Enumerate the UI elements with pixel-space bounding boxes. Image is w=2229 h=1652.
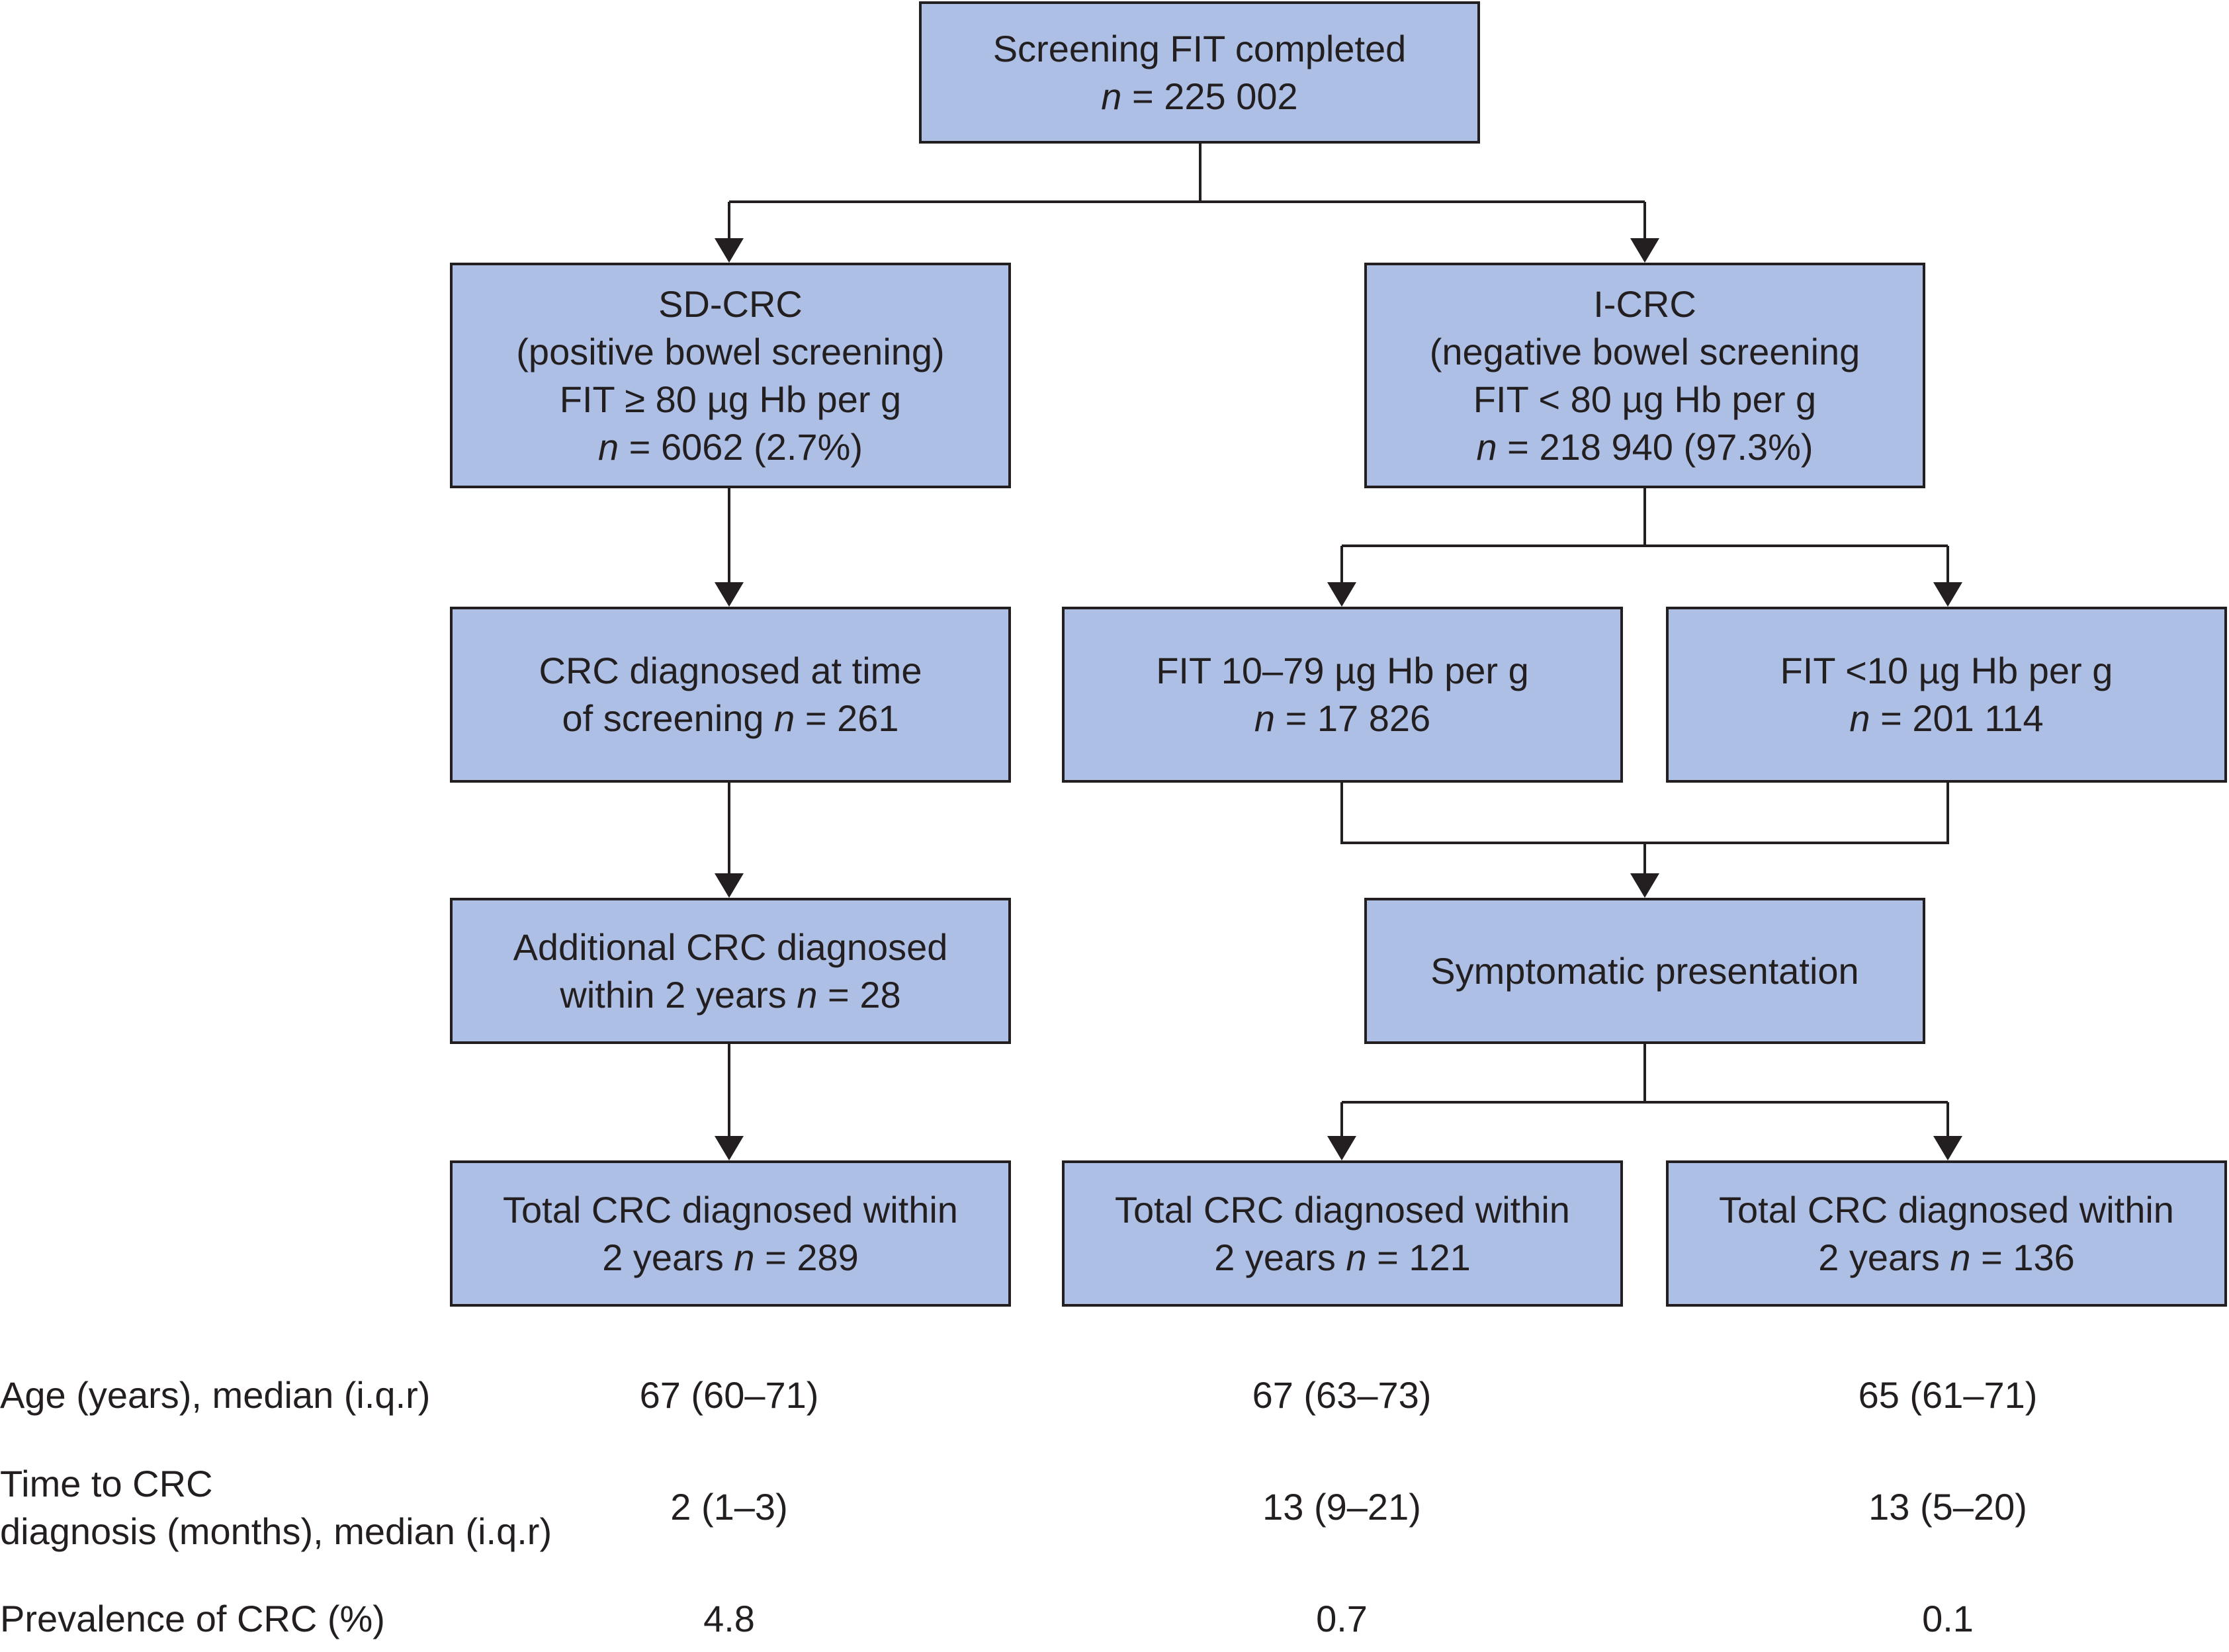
box-line: FIT < 80 µg Hb per g [1473,378,1817,420]
equals-sign: = [1970,1236,2013,1278]
arrowhead-to-total-10-79 [1327,1136,1356,1160]
cell-prevalence-fit-lt-10: 0.1 [1922,1598,1974,1639]
equals-sign: = [1366,1236,1409,1278]
box-line: Symptomatic presentation [1430,949,1859,992]
box-line: (negative bowel screening [1429,330,1860,372]
box-n-line: within 2 years n = 28 [560,971,900,1019]
n-value: 289 [797,1236,859,1278]
n-prefix: 2 years [602,1236,734,1278]
row-label-prevalence: Prevalence of CRC (%) [0,1595,385,1643]
n-symbol: n [774,697,795,739]
box-n-line: 2 years n = 289 [602,1234,859,1282]
n-symbol: n [1101,75,1122,117]
cell-time-fit-10-79: 13 (9–21) [1262,1486,1421,1528]
n-prefix: 2 years [1818,1236,1950,1278]
n-value: 261 [837,697,899,739]
cell-prevalence-fit-10-79: 0.7 [1316,1598,1368,1639]
cell-prevalence-sd: 4.8 [703,1598,755,1639]
n-symbol: n [1254,697,1276,739]
box-fit-10-79: FIT 10–79 µg Hb per g n = 17 826 [1062,607,1623,783]
box-n-line: n = 225 002 [1101,73,1297,120]
cell-age-sd: 67 (60–71) [639,1374,819,1416]
equals-sign: = [1870,697,1913,739]
box-n-line: n = 17 826 [1254,695,1430,742]
arrowhead-to-crc [715,582,744,607]
equals-sign: = [1275,697,1317,739]
box-total-sd-crc: Total CRC diagnosed within 2 years n = 2… [450,1160,1011,1307]
arrowhead-to-total-sd [715,1136,744,1160]
n-value: 218 940 (97.3%) [1539,425,1814,468]
row-label-line: Prevalence of CRC (%) [0,1598,385,1639]
equals-sign: = [1121,75,1164,117]
row-label-age: Age (years), median (i.q.r) [0,1371,430,1419]
box-line: Total CRC diagnosed within [1719,1188,2174,1231]
box-line: I-CRC [1593,283,1696,325]
box-symptomatic-presentation: Symptomatic presentation [1364,898,1925,1044]
n-value: 201 114 [1912,697,2044,739]
n-value: 225 002 [1164,75,1298,117]
n-value: 17 826 [1317,697,1431,739]
equals-sign: = [1497,425,1540,468]
n-prefix: within 2 years [560,973,797,1016]
box-crc-at-screening: CRC diagnosed at time of screening n = 2… [450,607,1011,783]
box-sd-crc: SD-CRC (positive bowel screening) FIT ≥ … [450,263,1011,488]
box-line: Screening FIT completed [992,27,1407,69]
n-symbol: n [1950,1236,1971,1278]
box-i-crc: I-CRC (negative bowel screening FIT < 80… [1364,263,1925,488]
arrowhead-to-symptomatic [1630,873,1659,898]
n-symbol: n [797,973,818,1016]
n-value: 136 [2013,1236,2075,1278]
box-line: FIT 10–79 µg Hb per g [1156,650,1529,691]
box-n-line: 2 years n = 136 [1818,1234,2075,1282]
n-symbol: n [1346,1236,1367,1278]
n-symbol: n [1476,425,1497,468]
connector-fit-merge [1340,783,1949,844]
box-total-fit-lt-10: Total CRC diagnosed within 2 years n = 1… [1666,1160,2227,1307]
n-value: 28 [859,973,901,1016]
arrowhead-to-sd [715,238,744,263]
box-screening-fit-completed: Screening FIT completed n = 225 002 [919,1,1480,144]
row-label-line: Time to CRC [0,1463,213,1504]
box-line: Additional CRC diagnosed [513,926,948,968]
row-label-line: diagnosis (months), median (i.q.r) [0,1510,552,1552]
n-value: 121 [1409,1236,1471,1278]
cell-time-fit-lt-10: 13 (5–20) [1868,1486,2027,1528]
box-line: Total CRC diagnosed within [1115,1188,1570,1231]
box-line: FIT ≥ 80 µg Hb per g [559,378,902,420]
box-line: (positive bowel screening) [516,330,945,372]
equals-sign: = [754,1236,797,1278]
cell-age-fit-lt-10: 65 (61–71) [1858,1374,2038,1416]
equals-sign: = [619,425,661,468]
box-n-line: 2 years n = 121 [1214,1234,1471,1282]
n-symbol: n [734,1236,755,1278]
box-fit-lt-10: FIT <10 µg Hb per g n = 201 114 [1666,607,2227,783]
equals-sign: = [817,973,860,1016]
box-additional-crc: Additional CRC diagnosed within 2 years … [450,898,1011,1044]
arrowhead-to-fit-lt-10 [1933,582,1962,607]
box-line: SD-CRC [658,283,803,325]
n-symbol: n [597,425,619,468]
box-line: CRC diagnosed at time [539,650,922,691]
n-symbol: n [1849,697,1870,739]
n-prefix: of screening [562,697,775,739]
cell-time-sd: 2 (1–3) [670,1486,788,1528]
box-line: FIT <10 µg Hb per g [1780,650,2113,691]
n-value: 6062 (2.7%) [660,425,863,468]
box-line: Total CRC diagnosed within [503,1188,958,1231]
arrowhead-to-additional [715,873,744,898]
arrowhead-to-total-lt-10 [1933,1136,1962,1160]
arrowhead-to-fit-10-79 [1327,582,1356,607]
box-n-line: of screening n = 261 [562,695,898,742]
row-label-time-to-diagnosis: Time to CRC diagnosis (months), median (… [0,1460,552,1555]
row-label-line: Age (years), median (i.q.r) [0,1374,431,1416]
arrowhead-to-icrc [1630,238,1659,263]
box-n-line: n = 218 940 (97.3%) [1476,423,1813,471]
cell-age-fit-10-79: 67 (63–73) [1252,1374,1432,1416]
box-n-line: n = 201 114 [1849,695,2043,742]
box-n-line: n = 6062 (2.7%) [598,423,863,471]
box-total-fit-10-79: Total CRC diagnosed within 2 years n = 1… [1062,1160,1623,1307]
n-prefix: 2 years [1214,1236,1346,1278]
equals-sign: = [795,697,838,739]
